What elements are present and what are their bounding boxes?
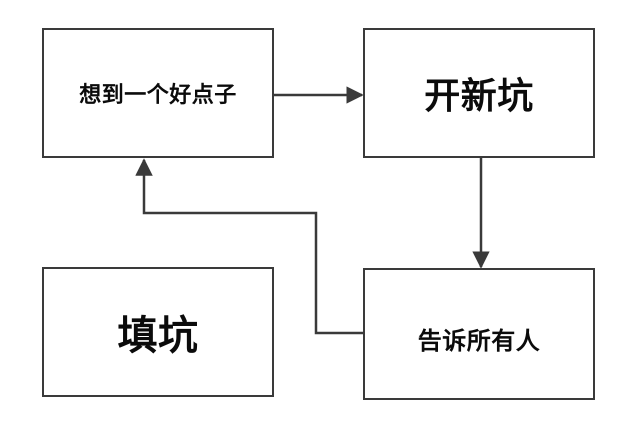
node-idea-label: 想到一个好点子 xyxy=(79,83,237,108)
node-fill-pit: 填坑 xyxy=(42,267,274,397)
node-fill-pit-label: 填坑 xyxy=(117,313,199,359)
node-tell-everyone: 告诉所有人 xyxy=(363,268,595,400)
node-new-pit: 开新坑 xyxy=(363,28,595,158)
node-idea: 想到一个好点子 xyxy=(42,28,274,158)
node-new-pit-label: 开新坑 xyxy=(424,76,534,117)
node-tell-everyone-label: 告诉所有人 xyxy=(417,326,541,355)
